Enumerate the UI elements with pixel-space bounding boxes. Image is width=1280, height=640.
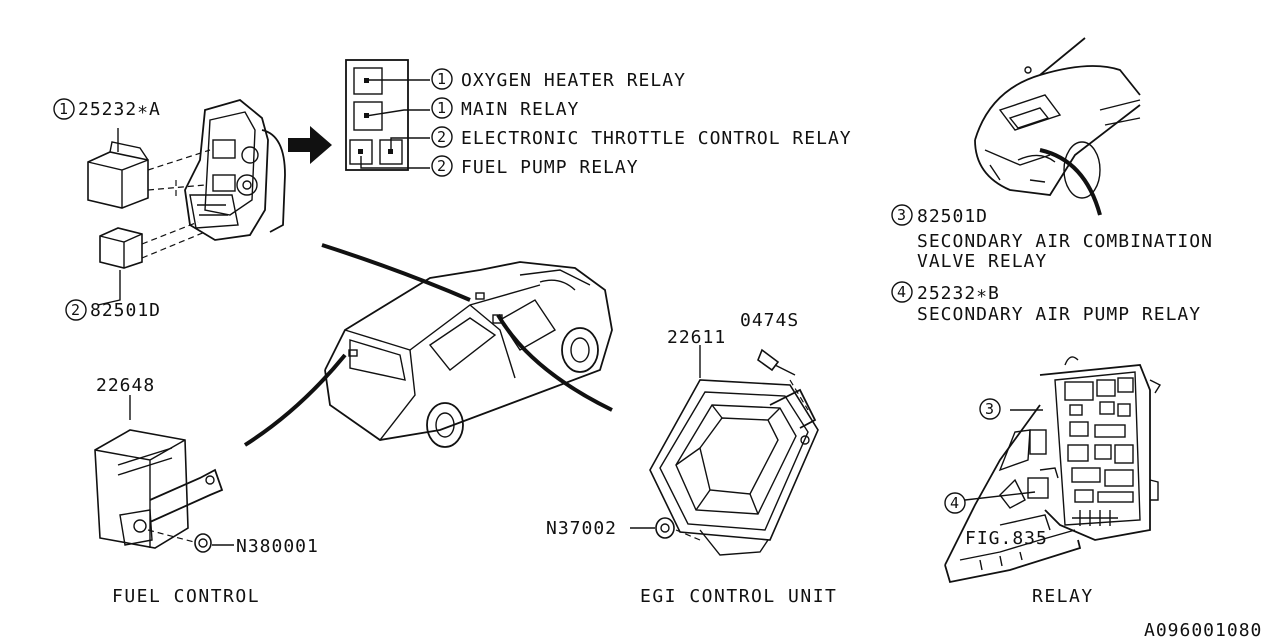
svg-text:ELECTRONIC THROTTLE CONTROL RE: ELECTRONIC THROTTLE CONTROL RELAY bbox=[461, 128, 852, 149]
relay-box-fig-reference: FIG.835 bbox=[965, 528, 1048, 549]
svg-text:2: 2 bbox=[437, 128, 446, 146]
part-callout-secondary-air-pump: 4 25232∗B SECONDARY AIR PUMP RELAY bbox=[891, 281, 1201, 325]
svg-text:4: 4 bbox=[897, 283, 906, 301]
arrow-right-icon bbox=[288, 126, 332, 164]
part-code: 25232∗A bbox=[78, 99, 161, 120]
svg-text:82501D: 82501D bbox=[917, 206, 988, 227]
wagon-car-illustration bbox=[243, 243, 613, 448]
egi-caption: EGI CONTROL UNIT bbox=[640, 586, 837, 607]
legend-main-relay: 1 MAIN RELAY bbox=[431, 97, 579, 120]
svg-text:OXYGEN HEATER RELAY: OXYGEN HEATER RELAY bbox=[461, 70, 686, 91]
diagram-id: A096001080 bbox=[1144, 620, 1262, 640]
egi-bolt-number: 0474S bbox=[740, 310, 799, 331]
svg-text:SECONDARY AIR COMBINATION: SECONDARY AIR COMBINATION bbox=[917, 231, 1213, 252]
egi-nut-number: N37002 bbox=[546, 518, 617, 539]
callout-number: 2 bbox=[71, 301, 80, 319]
svg-text:3: 3 bbox=[897, 206, 906, 224]
legend-fuel-pump-relay: 2 FUEL PUMP RELAY bbox=[431, 155, 639, 178]
legend-oxygen-heater-relay: 1 OXYGEN HEATER RELAY bbox=[431, 68, 686, 91]
relay-layout-legend bbox=[345, 59, 430, 171]
svg-text:SECONDARY AIR PUMP RELAY: SECONDARY AIR PUMP RELAY bbox=[917, 304, 1201, 325]
relay-box-illustration bbox=[944, 356, 1162, 584]
relay-caption: RELAY bbox=[1032, 586, 1094, 607]
part-code: 82501D bbox=[90, 300, 161, 321]
fuel-control-nut-number: N380001 bbox=[236, 536, 319, 557]
part-callout-25232A: 1 25232∗A bbox=[53, 98, 161, 120]
egi-control-unit-illustration bbox=[630, 345, 819, 556]
svg-text:1: 1 bbox=[437, 70, 446, 88]
fuel-control-caption: FUEL CONTROL bbox=[112, 586, 260, 607]
relay-bracket-illustration bbox=[87, 99, 286, 306]
part-callout-82501D: 2 82501D bbox=[65, 299, 161, 321]
egi-part-number: 22611 bbox=[667, 327, 726, 348]
svg-text:FUEL PUMP RELAY: FUEL PUMP RELAY bbox=[461, 157, 639, 178]
relay-box-callout-4: 4 bbox=[944, 492, 966, 514]
svg-text:VALVE RELAY: VALVE RELAY bbox=[917, 251, 1047, 272]
legend-etc-relay: 2 ELECTRONIC THROTTLE CONTROL RELAY bbox=[431, 126, 852, 149]
car-front-illustration bbox=[974, 37, 1141, 216]
part-callout-secondary-air-combination: 3 82501D SECONDARY AIR COMBINATION VALVE… bbox=[891, 204, 1213, 272]
svg-text:4: 4 bbox=[950, 494, 959, 512]
svg-text:2: 2 bbox=[437, 157, 446, 175]
svg-text:MAIN RELAY: MAIN RELAY bbox=[461, 99, 579, 120]
callout-number: 1 bbox=[59, 100, 68, 118]
svg-text:3: 3 bbox=[985, 400, 994, 418]
fuel-control-part-number: 22648 bbox=[96, 375, 155, 396]
fuel-control-module-illustration bbox=[94, 395, 234, 553]
relay-box-callout-3: 3 bbox=[979, 398, 1001, 420]
svg-text:1: 1 bbox=[437, 99, 446, 117]
svg-text:25232∗B: 25232∗B bbox=[917, 283, 1000, 304]
